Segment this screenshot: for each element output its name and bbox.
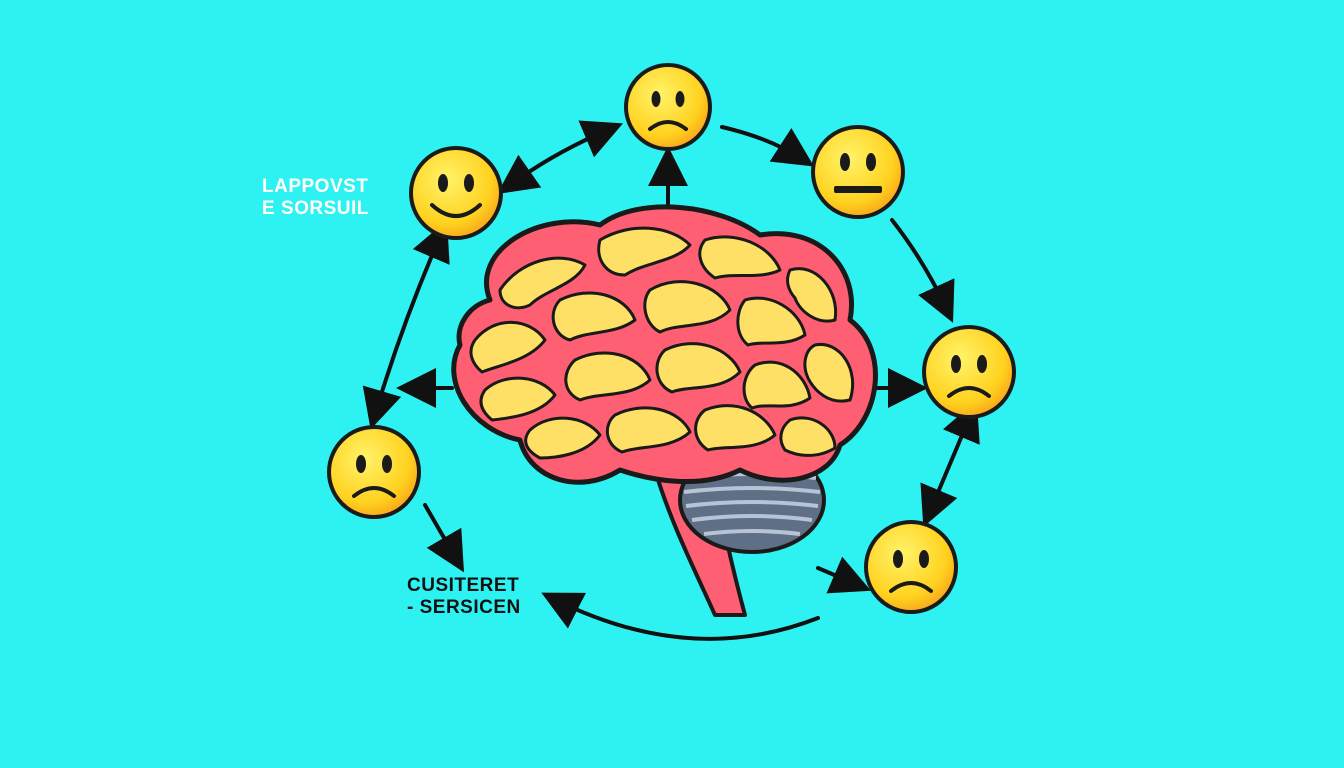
face-frown-left <box>327 425 421 519</box>
cycle-arrows <box>362 120 980 641</box>
face-frown-bottom-right <box>864 520 958 614</box>
face-smile-left <box>409 146 503 240</box>
arrow-neutral-to-right <box>890 218 955 323</box>
label-bottom-left: CUSITERET - SERSICEN <box>407 575 521 619</box>
arrow-right-to-bottom-right <box>920 400 980 528</box>
label-top-left-line1: LAPPOVST <box>262 176 369 197</box>
face-frown-right <box>922 325 1016 419</box>
label-top-left: LAPPOVST E SORSUIL <box>262 176 369 220</box>
label-top-left-line2: E SORSUIL <box>262 198 369 219</box>
arrow-top-to-neutral <box>720 125 815 167</box>
arrow-left-vertical <box>362 220 450 430</box>
arrow-frown-left-down <box>423 503 465 573</box>
label-bottom-left-line1: CUSITERET <box>407 575 520 596</box>
brain-illustration <box>451 204 878 617</box>
arrow-smile-to-top <box>497 120 624 195</box>
face-neutral-right <box>811 125 905 219</box>
label-bottom-left-line2: - SERSICEN <box>407 597 521 618</box>
arrow-bottom-return <box>541 592 820 641</box>
arrow-to-bottom-right <box>816 556 872 594</box>
face-frown-top <box>624 63 712 151</box>
